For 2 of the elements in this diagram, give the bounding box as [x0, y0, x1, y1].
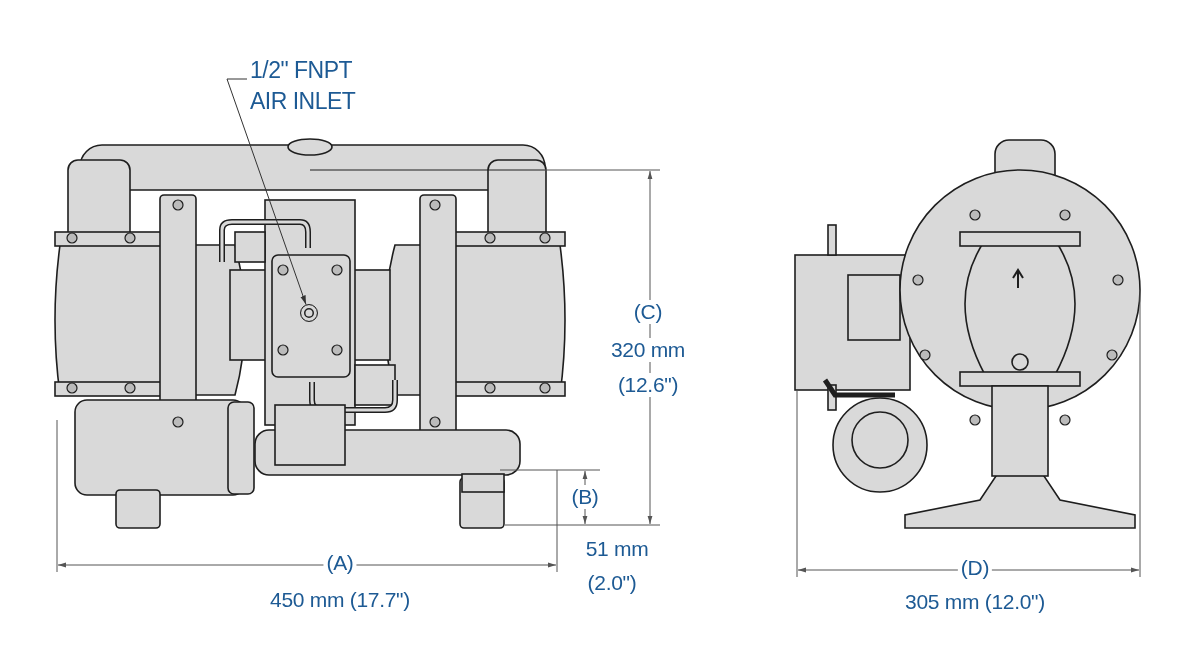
- callout-label: 1/2" FNPT AIR INLET: [250, 55, 365, 117]
- leader-line: [226, 78, 307, 305]
